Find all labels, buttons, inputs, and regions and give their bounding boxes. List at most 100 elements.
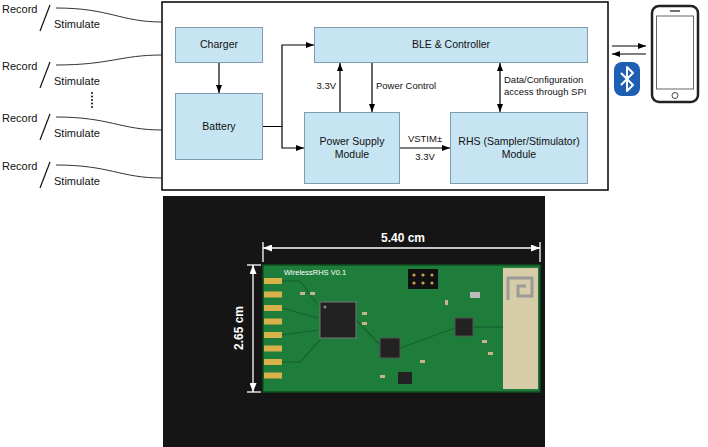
pin <box>264 346 282 352</box>
port-label: Record <box>2 160 37 174</box>
trace <box>282 340 320 362</box>
resistor <box>362 322 367 325</box>
capacitor <box>300 292 305 295</box>
connector-arrow <box>371 63 372 112</box>
height-dimension <box>252 265 253 392</box>
dot <box>91 92 93 94</box>
header-pin <box>421 273 424 276</box>
process-box: Charger <box>175 27 263 63</box>
trace <box>473 326 503 327</box>
pcb-board <box>263 265 540 392</box>
trace <box>400 328 455 348</box>
signal-label: VSTIM± <box>408 133 442 145</box>
header-pin <box>412 281 415 284</box>
pin1-dot <box>324 306 327 309</box>
trace <box>282 308 318 318</box>
phone-screen <box>657 16 694 89</box>
dot <box>91 95 93 97</box>
power-chip <box>398 372 412 384</box>
header-pin <box>430 273 433 276</box>
bluetooth-badge <box>614 62 640 96</box>
dimension-lines <box>247 242 540 392</box>
electrode-wires <box>56 8 162 178</box>
signal-label: 3.3V <box>316 80 336 92</box>
extension-line <box>262 242 263 262</box>
capacitor <box>420 360 425 363</box>
trace <box>356 320 380 345</box>
phone-button <box>672 93 678 99</box>
port-label: Record <box>2 3 37 17</box>
silkscreen-label: WirelessRHS V0.1 <box>284 268 346 277</box>
wireless-arrow <box>612 53 646 54</box>
dot <box>91 102 93 104</box>
box-label: Charger <box>200 38 238 51</box>
ellipsis-dots <box>91 92 93 108</box>
capacitor <box>488 352 493 355</box>
connector-arrow <box>499 63 500 112</box>
pcb-photo <box>163 196 545 447</box>
process-box: BLE & Controller <box>314 27 588 63</box>
chip-antenna <box>508 278 532 300</box>
pin <box>264 278 282 284</box>
smartphone-icon <box>652 6 698 102</box>
slash <box>40 5 50 31</box>
regulator-chip <box>380 338 400 358</box>
signal-label: Data/Configuration access through SPI <box>504 74 604 98</box>
electrode-wire <box>56 55 162 65</box>
device-boundary <box>162 2 608 190</box>
pin <box>264 319 282 325</box>
slash <box>40 62 50 88</box>
width-dimension <box>263 247 540 248</box>
pcb-traces <box>282 281 503 362</box>
trace <box>282 330 318 335</box>
resistor <box>362 312 367 315</box>
process-box: RHS (Sampler/Stimulator) Module <box>450 112 588 184</box>
capacitor <box>445 300 448 305</box>
port-label: Stimulate <box>54 127 100 141</box>
trace <box>282 281 318 305</box>
extension-line <box>539 242 540 262</box>
phone-body <box>652 6 698 102</box>
port-label: Stimulate <box>54 18 100 32</box>
dot <box>91 99 93 101</box>
pin <box>264 305 282 311</box>
capacitor <box>380 375 385 378</box>
connector-arrow <box>339 63 340 112</box>
header-pin <box>421 281 424 284</box>
jtag-header <box>408 269 438 289</box>
capacitor <box>482 340 487 343</box>
extension-line <box>247 264 261 265</box>
port-label: Record <box>2 60 37 74</box>
box-label: Battery <box>202 120 235 133</box>
box-label: Power Supply Module <box>310 135 394 161</box>
ble-chip <box>455 318 473 336</box>
connector-arrow <box>400 147 450 148</box>
header-pin <box>412 273 415 276</box>
pin <box>264 373 282 379</box>
extension-line <box>247 391 261 392</box>
pin <box>264 292 282 298</box>
electrode-pins <box>264 278 282 379</box>
port-label: Stimulate <box>54 175 100 189</box>
crystal <box>470 292 480 298</box>
box-label: BLE & Controller <box>412 38 490 51</box>
port-label: Stimulate <box>54 75 100 89</box>
process-box: Battery <box>175 93 263 160</box>
process-box: Power Supply Module <box>304 112 400 184</box>
box-label: RHS (Sampler/Stimulator) Module <box>456 135 582 161</box>
antenna-area <box>503 268 538 389</box>
passive-components <box>300 292 493 378</box>
bluetooth-rune <box>621 67 633 91</box>
bluetooth-icon <box>614 62 640 96</box>
dimension-label: 5.40 cm <box>381 231 425 246</box>
port-label: Record <box>2 112 37 126</box>
slash <box>40 114 50 140</box>
header-pin <box>430 281 433 284</box>
header-pins <box>412 273 433 284</box>
connector-arrow <box>218 63 219 93</box>
wireless-arrow <box>612 45 646 46</box>
signal-label: Power Control <box>376 80 436 92</box>
